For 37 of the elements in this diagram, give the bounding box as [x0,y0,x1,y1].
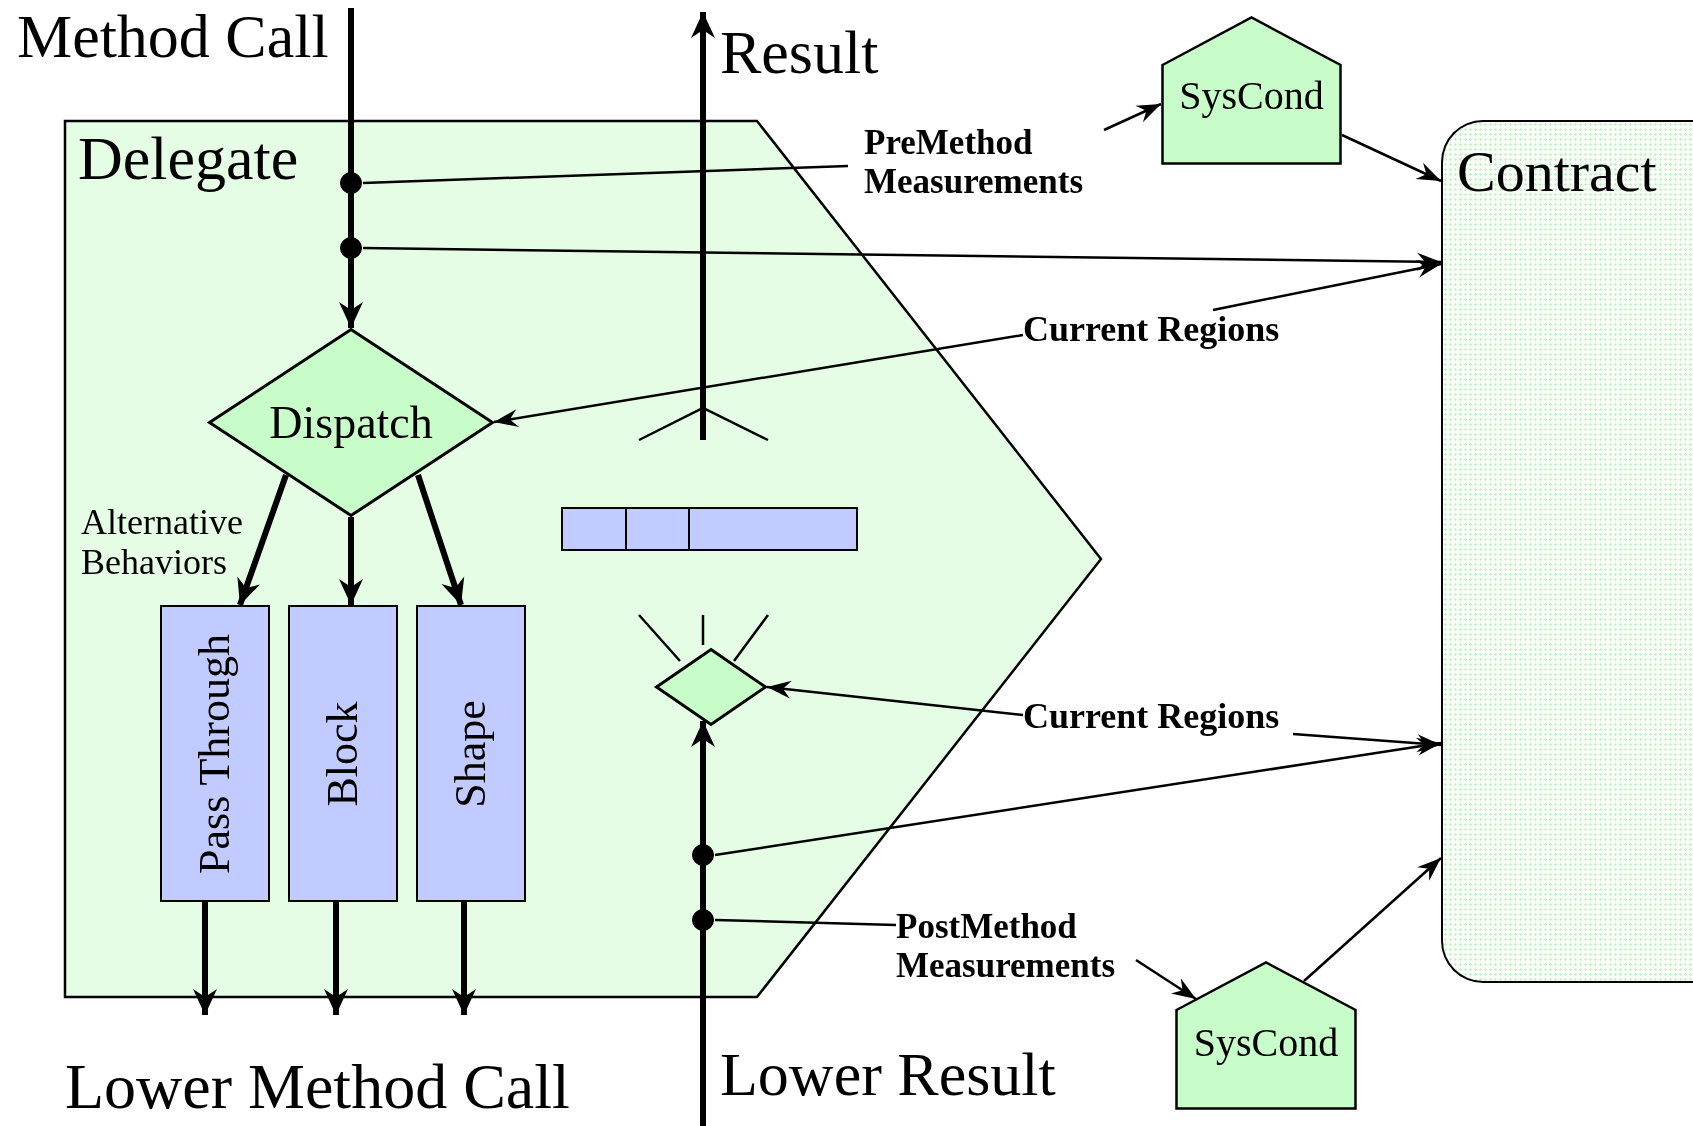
arrow [493,333,1024,427]
arrow [1103,102,1162,132]
annotation-label: Current Regions [1023,310,1280,350]
annotation-label: PreMethod Measurements [864,124,1085,201]
behavior-label: Block [318,700,368,807]
decision-label: Dispatch [269,397,433,448]
flow-arrow [339,517,363,605]
arrow [1212,259,1442,312]
contract-panel [1441,120,1693,983]
annotation-label: Alternative Behaviors [81,503,244,583]
arrow [1292,732,1442,753]
input-label: Lower Result [720,1040,1056,1109]
flow-arrow [415,474,465,606]
container-title: Contract [1457,140,1657,204]
flow-arrow [324,902,348,1015]
output-label: Lower Method Call [65,1052,570,1123]
arrow [1303,857,1442,982]
input-label: Method Call [17,2,329,71]
flow-arrow [691,721,715,1126]
output-label: Result [720,18,879,87]
leader-line [714,918,897,927]
leader-line [362,164,849,185]
annotation-label: PostMethod Measurements [896,908,1117,985]
arrow [1341,133,1442,183]
behavior-label: Shape [446,699,496,808]
arrow [714,737,1442,857]
arrow [1135,958,1197,1001]
node-label: SysCond [1192,1021,1340,1065]
annotation-label: Current Regions [1023,697,1280,737]
container-title: Delegate [78,124,299,193]
flow-arrow [237,474,289,606]
arrow [766,680,1024,717]
flow-arrow [452,902,476,1015]
flow-arrow [193,902,217,1015]
flow-arrow [339,8,363,328]
behavior-label: Pass Through [190,633,240,874]
node-label: SysCond [1178,74,1325,118]
